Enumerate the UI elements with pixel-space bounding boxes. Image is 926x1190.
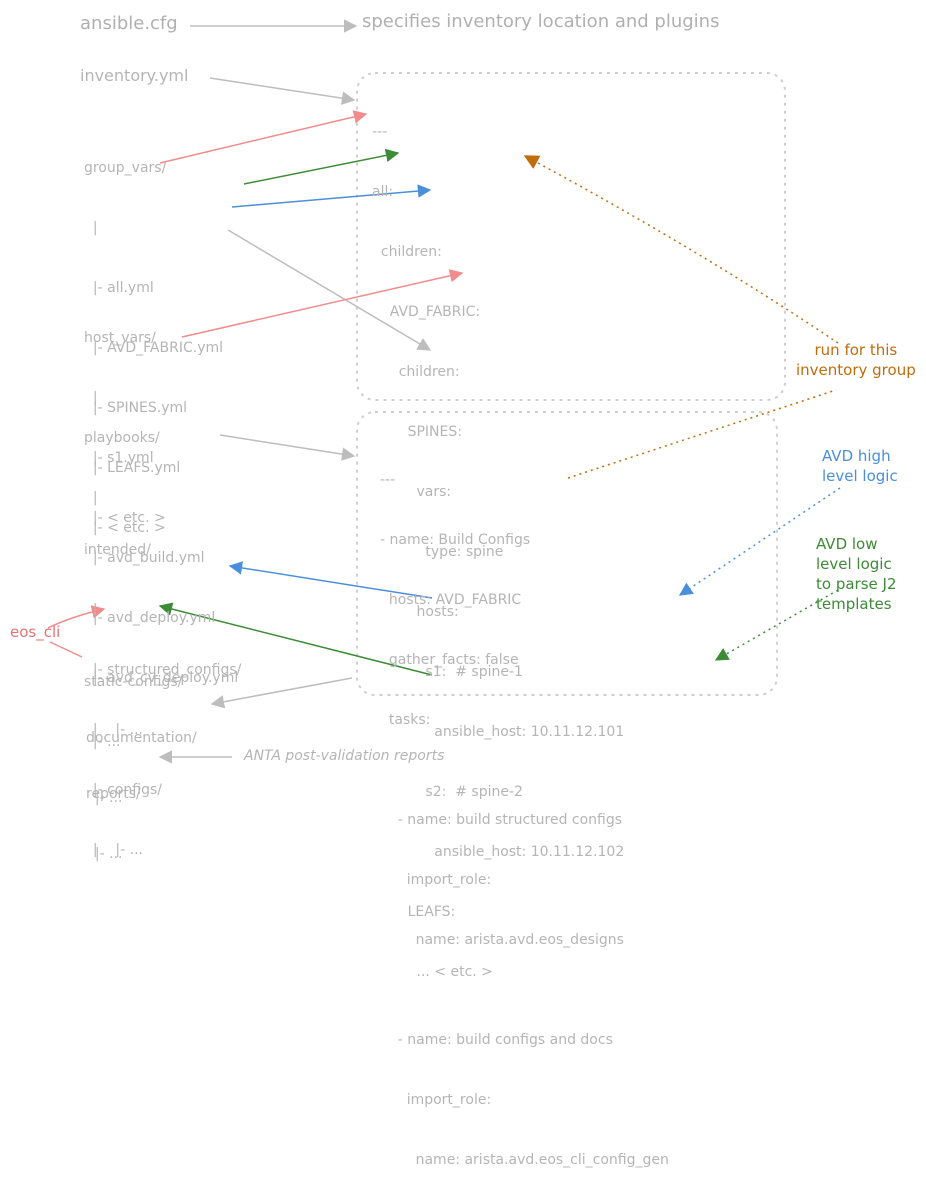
tree-line: |- SPINES.yml [84, 400, 188, 416]
tree-line: |- s1.yml [84, 450, 154, 466]
tree-line: |- ... [84, 734, 121, 750]
inventory-line: s1: # spine-1 [372, 664, 523, 680]
inventory-line: hosts: [372, 604, 459, 620]
orange-dotted-to-hosts [567, 389, 837, 479]
diagram-canvas [47, 19, 841, 764]
tree-host-vars: host_vars/ | |- s1.yml |- < etc. > [84, 288, 166, 548]
inventory-line: type: spine [372, 544, 504, 560]
arrow-eos-cli-config-gen [158, 602, 433, 676]
playbook-line: tasks: [380, 712, 431, 728]
tree-group-vars: group_vars/ | |- all.yml |- AVD_FABRIC.y… [84, 118, 223, 558]
tree-line: group_vars/ [84, 160, 167, 176]
tree-line: |- AVD_FABRIC.yml [84, 340, 224, 356]
inventory-box [356, 72, 786, 401]
inventory-line: AVD_FABRIC: [372, 304, 481, 320]
tree-line: |- ... [86, 846, 123, 862]
tree-line: |- all.yml [84, 280, 154, 296]
playbook-line: import_role: [380, 1092, 492, 1108]
playbook-line: --- [380, 472, 396, 488]
tree-line: reports/ [86, 786, 141, 802]
arrow-eos-designs [228, 561, 433, 599]
arrow-inventory-yml [209, 77, 356, 105]
tree-static-configs: static-configs/ |- ... [84, 632, 182, 772]
arrow-avd-fabric-yml [243, 148, 400, 185]
arrow-s1-yml [181, 269, 464, 338]
arrow-leafs-yml [227, 229, 432, 351]
tree-line: playbooks/ [84, 430, 160, 446]
inventory-line: ansible_host: 10.11.12.101 [372, 724, 625, 740]
tree-line: |- avd_build.yml [84, 550, 205, 566]
tree-line: static-configs/ [84, 674, 183, 690]
playbook-line: gather_facts: false [380, 652, 519, 668]
tree-line: | [84, 390, 98, 406]
arrow-avd-high [678, 487, 841, 596]
tree-line: | |- ... [84, 722, 143, 738]
tree-line: |- avd_deploy.yml [84, 610, 216, 626]
playbook-line: name: arista.avd.eos_designs [380, 932, 624, 948]
playbook-line: - name: build configs and docs [380, 1032, 613, 1048]
tree-playbooks: playbooks/ | |- avd_build.yml |- avd_dep… [84, 388, 238, 708]
arrow-run-for-group [523, 155, 839, 344]
inventory-line: --- [372, 124, 388, 140]
tree-line: | [84, 490, 98, 506]
arrow-spines-yml [231, 184, 432, 208]
playbook-line: hosts: AVD_FABRIC [380, 592, 522, 608]
arrow-documentation [210, 677, 353, 709]
arrow-all-yml [159, 110, 368, 164]
arrow-avd-build [219, 434, 356, 461]
tree-line: documentation/ [86, 730, 197, 746]
tree-line: |- LEAFS.yml [84, 460, 181, 476]
inventory-yml-label: inventory.yml [80, 66, 189, 85]
tree-line: |- avd_cv_deploy.yml [84, 670, 239, 686]
playbook-box [356, 411, 778, 696]
tree-line: host_vars/ [84, 330, 156, 346]
inventory-line: all: [372, 184, 394, 200]
playbook-content: --- - name: Build Configs hosts: AVD_FAB… [380, 430, 669, 1190]
inventory-line: SPINES: [372, 424, 462, 440]
inventory-line: children: [372, 364, 460, 380]
tree-line: |- < etc. > [84, 510, 166, 526]
playbook-line: import_role: [380, 872, 492, 888]
playbook-line: name: arista.avd.eos_cli_config_gen [380, 1152, 669, 1168]
tree-reports: reports/ |- ... [86, 744, 141, 884]
inventory-line: children: [372, 244, 442, 260]
playbook-line: - name: build structured configs [380, 812, 623, 828]
arrow-eos-cli [47, 605, 106, 629]
tree-line: intended/ [84, 542, 151, 558]
anta-annotation: ANTA post-validation reports [244, 748, 445, 764]
eos-cli-tick [49, 641, 83, 658]
inventory-line: vars: [372, 484, 452, 500]
ansible-cfg-label: ansible.cfg [80, 13, 178, 34]
tree-line: | [84, 602, 98, 618]
tree-line: | [84, 220, 98, 236]
tree-line: |- structured_configs/ [84, 662, 242, 678]
run-for-group-annotation: run for this inventory group [796, 341, 916, 379]
ansible-cfg-description: specifies inventory location and plugins [362, 11, 720, 32]
tree-line: |- < etc. > [84, 520, 166, 536]
avd-low-annotation: AVD low level logic to parse J2 template… [816, 535, 897, 613]
avd-high-annotation: AVD high level logic [822, 447, 898, 485]
playbook-line: - name: Build Configs [380, 532, 531, 548]
eos-cli-annotation: eos_cli [10, 623, 61, 641]
